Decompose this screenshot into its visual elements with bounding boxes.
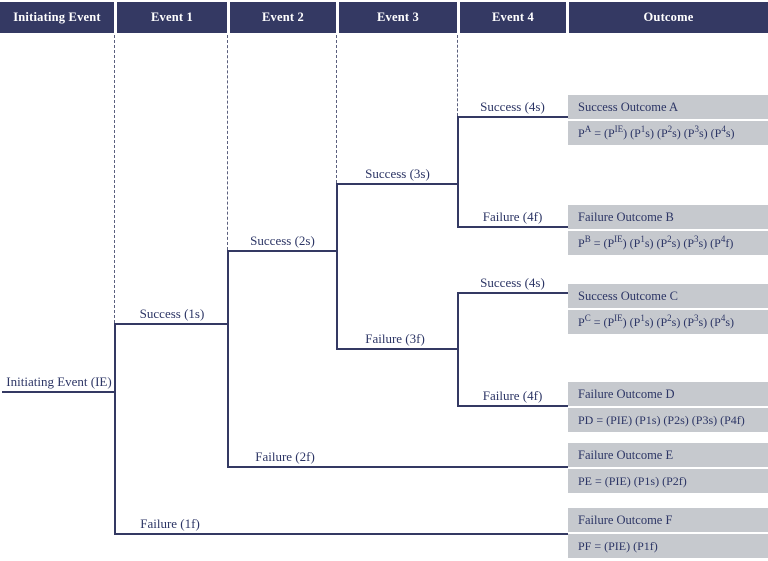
connector-event-4-upper	[457, 116, 459, 228]
outcome-group-b: Failure Outcome B PB = (PIE) (P1s) (P2s)…	[568, 205, 768, 255]
outcome-title-b: Failure Outcome B	[568, 205, 768, 229]
branch-line-success-4s-c	[457, 292, 568, 294]
branch-line-success-1s	[114, 323, 229, 325]
branch-label-success-3s: Success (3s)	[365, 166, 430, 181]
outcome-formula-b: PB = (PIE) (P1s) (P2s) (P3s) (P4f)	[568, 231, 768, 255]
connector-event-4-lower	[457, 292, 459, 407]
column-separator-dashed-3	[336, 35, 337, 183]
column-separator-dashed-2	[227, 35, 228, 250]
branch-label-failure-4f-b: Failure (4f)	[482, 209, 543, 224]
branch-label-success-4s-a: Success (4s)	[480, 99, 545, 114]
outcome-title-a: Success Outcome A	[568, 95, 768, 119]
outcome-title-e: Failure Outcome E	[568, 443, 768, 467]
header-column-event-2: Event 2	[230, 2, 336, 33]
outcome-group-e: Failure Outcome E PE = (PIE) (P1s) (P2f)	[568, 443, 768, 493]
header-column-event-3: Event 3	[339, 2, 457, 33]
header-column-event-4: Event 4	[460, 2, 566, 33]
branch-line-success-4s-a	[457, 116, 568, 118]
outcome-title-f: Failure Outcome F	[568, 508, 768, 532]
connector-event-2	[227, 250, 229, 468]
branch-line-success-3s	[336, 183, 459, 185]
branch-line-success-2s	[227, 250, 338, 252]
branch-label-success-4s-c: Success (4s)	[480, 275, 545, 290]
outcome-title-c: Success Outcome C	[568, 284, 768, 308]
outcome-group-c: Success Outcome C PC = (PIE) (P1s) (P2s)…	[568, 284, 768, 334]
branch-line-failure-1f	[114, 533, 568, 535]
outcome-formula-d: PD = (PIE) (P1s) (P2s) (P3s) (P4f)	[568, 408, 768, 432]
column-separator-dashed-1	[114, 35, 115, 323]
connector-event-3	[336, 183, 338, 350]
initiating-event-line	[2, 391, 116, 393]
branch-label-failure-3f: Failure (3f)	[365, 331, 425, 346]
outcome-formula-a: PA = (PIE) (P1s) (P2s) (P3s) (P4s)	[568, 121, 768, 145]
outcome-formula-c: PC = (PIE) (P1s) (P2s) (P3s) (P4s)	[568, 310, 768, 334]
header-column-event-1: Event 1	[117, 2, 227, 33]
outcome-group-f: Failure Outcome F PF = (PIE) (P1f)	[568, 508, 768, 558]
outcome-title-d: Failure Outcome D	[568, 382, 768, 406]
outcome-group-d: Failure Outcome D PD = (PIE) (P1s) (P2s)…	[568, 382, 768, 432]
branch-line-failure-4f-d	[457, 405, 568, 407]
header-column-outcome: Outcome	[569, 2, 768, 33]
branch-label-failure-4f-d: Failure (4f)	[482, 388, 543, 403]
header-column-initiating-event: Initiating Event	[0, 2, 114, 33]
branch-line-failure-4f-b	[457, 226, 568, 228]
branch-label-failure-2f: Failure (2f)	[255, 449, 315, 464]
branch-label-success-1s: Success (1s)	[139, 306, 205, 321]
branch-label-failure-1f: Failure (1f)	[140, 516, 200, 531]
outcome-group-a: Success Outcome A PA = (PIE) (P1s) (P2s)…	[568, 95, 768, 145]
initiating-event-label: Initiating Event (IE)	[6, 374, 112, 389]
outcome-formula-e: PE = (PIE) (P1s) (P2f)	[568, 469, 768, 493]
outcome-formula-f: PF = (PIE) (P1f)	[568, 534, 768, 558]
branch-line-failure-3f	[336, 348, 459, 350]
branch-label-success-2s: Success (2s)	[250, 233, 315, 248]
branch-line-failure-2f	[227, 466, 568, 468]
connector-event-1	[114, 323, 116, 535]
column-separator-dashed-4	[457, 35, 458, 116]
